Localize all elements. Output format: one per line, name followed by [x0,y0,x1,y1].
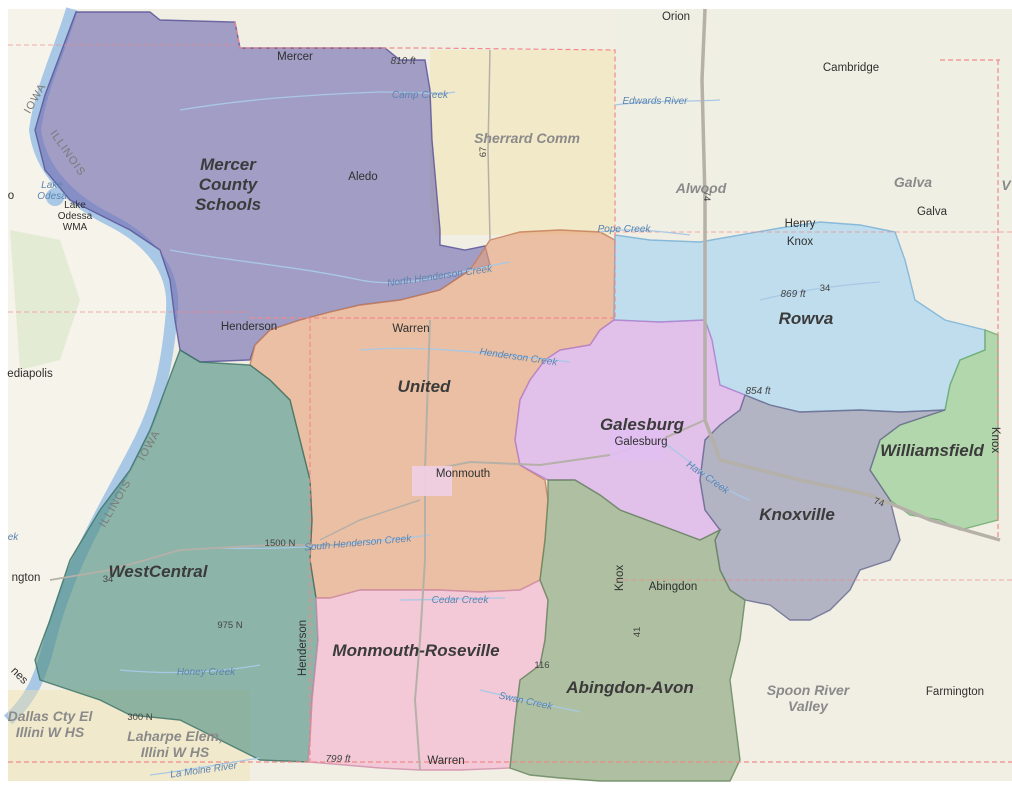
label-westcentral: WestCentral [109,562,209,581]
elev-810: 810 ft [390,56,416,67]
place-orion: Orion [662,11,690,23]
place-farmington: Farmington [926,686,984,698]
county-line-henderson [250,317,614,762]
road-34-top: 34 [820,283,831,294]
place-ington: ngton [12,572,41,584]
label-knoxville: Knoxville [759,505,835,524]
galesburg-town-area [610,430,665,460]
road-975n: 975 N [217,620,242,631]
label-williamsfield: Williamsfield [880,441,984,460]
county-line-east [940,59,1000,540]
place-henry: Henry [785,218,816,230]
monmouth-town-area [412,466,452,496]
place-warren-top: Warren [392,323,429,335]
road-116: 116 [534,660,549,671]
district-monmouth-roseville[interactable] [307,579,549,771]
white-border-bottom [0,781,1012,789]
place-monmouth: Monmouth [436,468,490,480]
place-cambridge: Cambridge [823,62,879,74]
water-cedar-creek: Cedar Creek [432,595,490,606]
road-34-left: 34 [103,574,114,585]
place-mercer: Mercer [277,51,313,63]
label-monmouth-roseville: Monmouth-Roseville [332,641,499,660]
county-line-mercer [234,21,616,320]
place-knox-right: Knox [989,427,1001,453]
place-henderson: Henderson [221,321,277,333]
label-galva-district: Galva [894,174,932,190]
label-galesburg: Galesburg [600,415,685,434]
district-knoxville[interactable] [699,394,946,621]
road-1500n: 1500 N [265,538,296,549]
streams [119,91,881,776]
place-henderson-vertical: Henderson [297,620,309,676]
place-aledo: Aledo [348,171,377,183]
place-diapolis: ediapolis [7,368,53,380]
district-abingdon-avon[interactable] [509,479,746,782]
lake-odesa-marker [46,188,64,206]
water-edwards-river: Edwards River [622,96,688,107]
water-honey-creek: Honey Creek [177,667,236,678]
label-abingdon-avon: Abingdon-Avon [565,678,693,697]
elev-854: 854 ft [745,386,771,397]
label-laharpe: Laharpe Elem,Illini W HS [127,728,223,760]
roads [49,8,1001,771]
sherrard-area [430,50,615,235]
place-galva: Galva [917,206,948,218]
road-67: 67 [478,147,489,158]
label-united: United [398,377,452,396]
place-knox-mid: Knox [614,565,626,591]
road-41: 41 [632,627,643,638]
water-camp-creek: Camp Creek [392,90,449,101]
north-area [615,9,1012,230]
road-74-top: 74 [701,191,712,202]
label-sherrard: Sherrard Comm [474,130,580,146]
place-o-left: o [8,190,14,202]
place-galesburg: Galesburg [614,436,667,448]
county-line-horizontal [8,44,1012,581]
road-300n: 300 N [127,712,152,723]
district-westcentral[interactable] [34,348,319,763]
label-alwood: Alwood [675,180,727,196]
elev-799: 799 ft [325,754,351,765]
place-abingdon: Abingdon [649,581,698,593]
white-border-left [0,0,8,789]
road-74: 74 [872,496,886,510]
iowa-land [8,9,170,720]
place-knox-top: Knox [787,236,813,248]
label-rowva: Rowva [779,309,834,328]
elev-869: 869 ft [780,289,806,300]
white-border-top [0,0,1012,9]
place-v: V [1001,177,1012,193]
place-ek: ek [8,532,20,543]
place-warren-bottom: Warren [427,755,464,767]
water-pope-creek: Pope Creek [598,224,652,235]
iowa-wetland [10,230,80,370]
